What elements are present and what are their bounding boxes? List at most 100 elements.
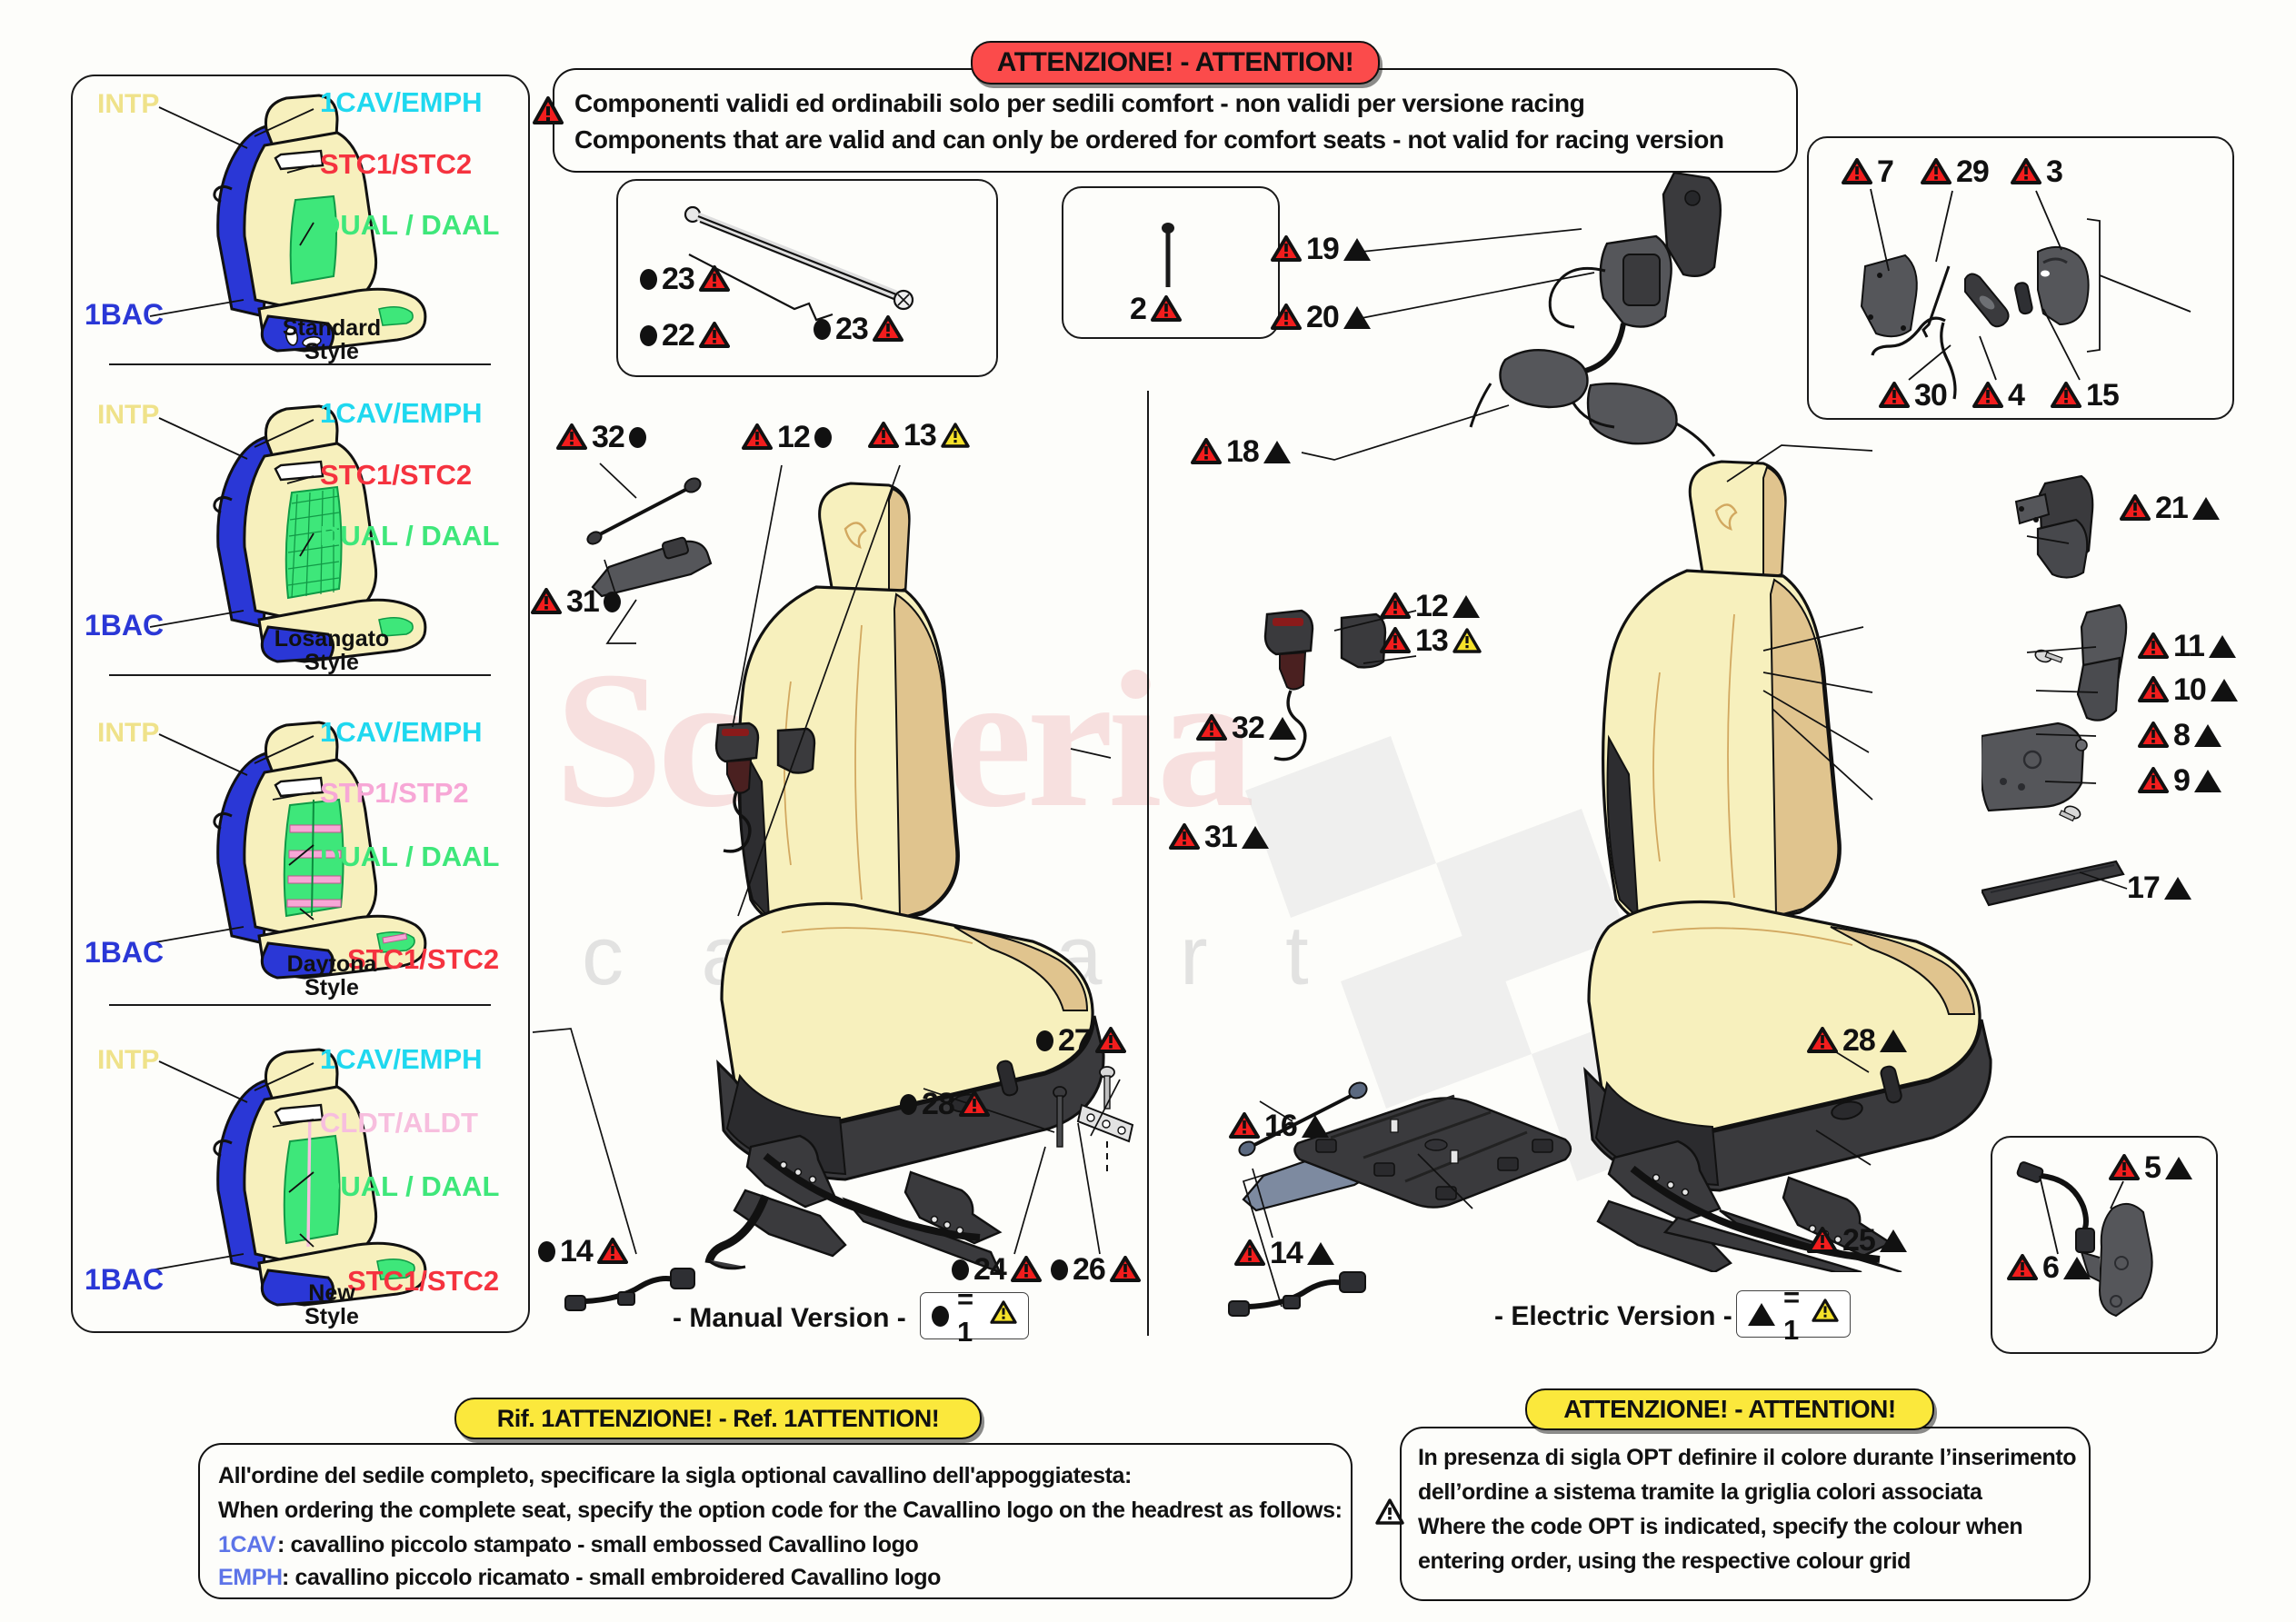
bottom-left-note-code1-text: : cavallino piccolo stampato - small emb… — [277, 1532, 919, 1557]
legend-divider — [109, 1004, 491, 1006]
callout-3[interactable]: 3 — [2011, 154, 2063, 189]
warning-triangle-icon — [872, 315, 903, 343]
callout-29[interactable]: 29 — [1921, 154, 1990, 189]
screw-illustration — [1162, 223, 1174, 287]
callout-23-a[interactable]: 23 — [640, 264, 730, 294]
callout-2[interactable]: 2 — [1130, 294, 1182, 324]
electric-wiring-harness-illustration — [1228, 1271, 1366, 1317]
caution-triangle-icon — [941, 422, 970, 449]
callout-16-electric[interactable]: 16 — [1229, 1110, 1329, 1141]
legend-code-stp-3: STP1/STP2 — [320, 777, 469, 809]
triangle-marker — [1879, 1029, 1907, 1052]
legend-code-1cav-2: 1CAV/EMPH — [320, 397, 483, 429]
legend-code-1cav-4: 1CAV/EMPH — [320, 1043, 483, 1075]
callout-4[interactable]: 4 — [1972, 380, 2025, 411]
callout-6[interactable]: 6 — [2007, 1252, 2091, 1283]
warning-triangle-icon — [1109, 1256, 1141, 1283]
callout-24-manual[interactable]: 24 — [952, 1254, 1042, 1285]
callout-31-manual[interactable]: 31 — [531, 586, 621, 617]
warning-triangle-icon — [596, 1238, 628, 1265]
callout-25-electric[interactable]: 25 — [1807, 1225, 1907, 1256]
bottom-left-note-code2: EMPH — [218, 1565, 283, 1590]
callout-number: 32 — [592, 420, 625, 454]
callout-30[interactable]: 30 — [1879, 378, 1948, 413]
warning-triangle-icon — [1842, 158, 1872, 185]
callout-15[interactable]: 15 — [2051, 380, 2120, 411]
callout-26-manual[interactable]: 26 — [1051, 1254, 1141, 1285]
callout-21-electric[interactable]: 21 — [2120, 493, 2220, 523]
legend-style-line1: Daytona — [286, 951, 377, 977]
warning-triangle-icon — [1271, 235, 1302, 263]
callout-number: 3 — [2046, 154, 2063, 189]
callout-7[interactable]: 7 — [1842, 154, 1894, 189]
callout-number: 24 — [973, 1252, 1007, 1287]
warning-triangle-icon — [1150, 295, 1182, 323]
warning-triangle-icon — [1234, 1239, 1265, 1267]
callout-14-manual[interactable]: 14 — [538, 1236, 628, 1267]
callout-20-electric[interactable]: 20 — [1271, 302, 1371, 333]
callout-number: 31 — [566, 584, 600, 619]
callout-27-manual[interactable]: 27 — [1036, 1025, 1126, 1056]
dot-marker — [814, 318, 831, 340]
callout-number: 9 — [2173, 763, 2191, 798]
legend-style-name-daytona: Daytona Style — [223, 952, 441, 1000]
triangle-marker — [2163, 876, 2191, 900]
warning-triangle-icon — [2138, 767, 2169, 794]
callout-11-electric[interactable]: 11 — [2138, 631, 2236, 662]
manual-wiring-harness-illustration — [564, 1268, 695, 1311]
callout-number: 20 — [1306, 300, 1340, 334]
callout-9-electric[interactable]: 9 — [2138, 765, 2221, 796]
manual-bracket-screws-illustration — [1053, 1066, 1134, 1172]
callout-28-electric[interactable]: 28 — [1807, 1025, 1907, 1056]
legend-style-line2: Style — [304, 975, 359, 1000]
warning-triangle-icon — [2109, 1154, 2140, 1181]
top-attention-pill: ATTENZIONE! - ATTENTION! — [971, 41, 1380, 85]
dot-marker — [628, 426, 646, 448]
bottom-right-note-pill: ATTENZIONE! - ATTENTION! — [1525, 1388, 1934, 1430]
callout-23-b[interactable]: 23 — [814, 313, 903, 344]
warning-triangle-icon — [868, 422, 899, 449]
callout-number: 19 — [1306, 232, 1340, 266]
callout-32-manual[interactable]: 32 — [556, 422, 646, 453]
legend-code-dual-2: DUAL / DAAL — [320, 520, 500, 552]
callout-22[interactable]: 22 — [640, 320, 730, 351]
legend-code-stc-2: STC1/STC2 — [320, 459, 473, 491]
callout-number: 27 — [1058, 1023, 1092, 1058]
bottom-left-note-code2-text: : cavallino piccolo ricamato - small emb… — [282, 1565, 941, 1590]
warning-triangle-icon — [1921, 158, 1952, 185]
callout-number: 7 — [1877, 154, 1894, 189]
callout-12-manual[interactable]: 12 — [742, 422, 832, 453]
callout-32-electric[interactable]: 32 — [1196, 712, 1296, 743]
callout-28-manual[interactable]: 28 — [900, 1089, 990, 1119]
inset-panel-screw — [1062, 186, 1280, 339]
electric-version-key: = 1 — [1736, 1281, 1851, 1346]
callout-13-electric[interactable]: 13 — [1380, 625, 1482, 656]
legend-style-line2: Style — [304, 650, 359, 675]
callout-number: 23 — [662, 262, 695, 296]
dot-marker — [1051, 1259, 1068, 1280]
callout-18-electric[interactable]: 18 — [1191, 436, 1291, 467]
callout-12-electric[interactable]: 12 — [1380, 591, 1480, 622]
warning-triangle-icon — [1380, 627, 1411, 654]
bottom-right-note-line1: In presenza di sigla OPT definire il col… — [1418, 1445, 2077, 1470]
callout-13-manual[interactable]: 13 — [868, 420, 970, 451]
callout-19-electric[interactable]: 19 — [1271, 234, 1371, 264]
callout-8-electric[interactable]: 8 — [2138, 720, 2221, 751]
inset-panel-latch-parts — [1807, 136, 2234, 420]
triangle-marker — [1241, 825, 1269, 849]
manual-version-label: - Manual Version - — [673, 1303, 906, 1333]
triangle-marker — [1452, 594, 1480, 618]
callout-number: 29 — [1956, 154, 1990, 189]
triangle-marker — [2062, 1256, 2091, 1279]
callout-5[interactable]: 5 — [2109, 1152, 2192, 1183]
callout-31-electric[interactable]: 31 — [1169, 821, 1269, 852]
callout-14-electric[interactable]: 14 — [1234, 1238, 1334, 1269]
legend-style-line1: Losangato — [274, 626, 390, 652]
callout-17-electric[interactable]: 17 — [2127, 872, 2191, 903]
callout-10-electric[interactable]: 10 — [2138, 674, 2238, 705]
warning-triangle-icon — [1010, 1256, 1042, 1283]
legend-style-name-new: New Style — [223, 1281, 441, 1328]
callout-number: 30 — [1914, 378, 1948, 413]
bottom-left-note-line1: All'ordine del sedile completo, specific… — [218, 1463, 1132, 1488]
warning-triangle-icon — [1380, 592, 1411, 620]
